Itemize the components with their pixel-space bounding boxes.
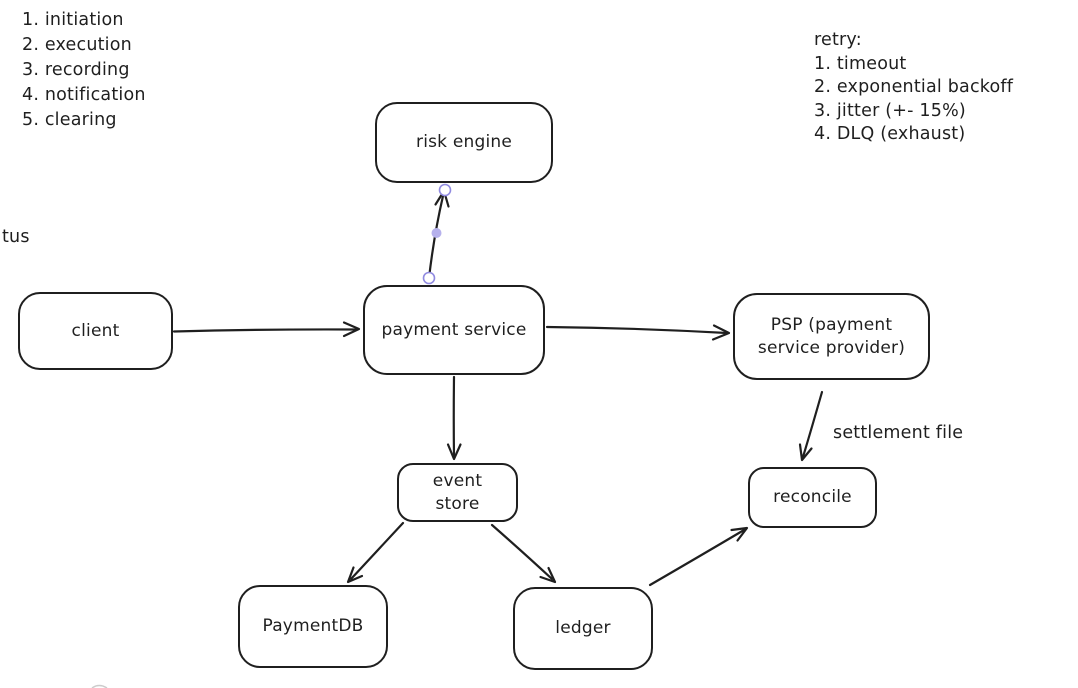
retry-title: retry: <box>814 30 862 50</box>
retry-item: 2. exponential backoff <box>814 77 1014 97</box>
node-label: payment service <box>381 319 527 340</box>
node-paymentdb[interactable]: PaymentDB <box>238 585 388 668</box>
node-label: risk engine <box>416 132 512 153</box>
retry-item: 4. DLQ (exhaust) <box>814 124 966 144</box>
arrowhead-right-icon <box>711 324 731 341</box>
edge-payment-service-to-event-store[interactable] <box>446 375 462 461</box>
edge-endpoint-handle[interactable] <box>438 183 452 197</box>
node-risk-engine[interactable]: risk engine <box>375 102 553 183</box>
arrowhead-down-icon <box>446 443 462 461</box>
retry-item: 3. jitter (+- 15%) <box>814 100 966 121</box>
process-step: 3. recording <box>22 60 130 80</box>
edge-event-store-to-paymentdb[interactable] <box>346 521 405 584</box>
node-label: event store <box>432 470 483 514</box>
arrowhead-down-right-icon <box>539 566 557 584</box>
edge-endpoint-handle[interactable] <box>422 271 436 285</box>
arrowhead-right-icon <box>342 321 361 338</box>
node-psp[interactable]: PSP (payment service provider) <box>733 293 930 380</box>
node-ledger[interactable]: ledger <box>513 587 653 670</box>
process-step: 5. clearing <box>22 110 117 130</box>
process-step: 2. execution <box>22 35 132 55</box>
node-label: client <box>71 320 120 341</box>
node-client[interactable]: client <box>18 292 173 370</box>
settlement-file-label[interactable]: settlement file <box>833 423 964 443</box>
process-steps-note[interactable]: 1. initiation 2. execution 3. recording … <box>22 8 146 133</box>
node-reconcile[interactable]: reconcile <box>748 467 877 528</box>
clipped-status-label[interactable]: tus <box>2 227 30 247</box>
retry-note[interactable]: retry: 1. timeout 2. exponential backoff… <box>814 29 1013 147</box>
edge-psp-to-reconcile[interactable] <box>798 390 824 462</box>
node-label: ledger <box>555 618 611 639</box>
edge-client-to-payment-service[interactable] <box>172 321 361 338</box>
edge-payment-service-to-psp[interactable] <box>545 324 731 341</box>
arrowhead-down-left-icon <box>346 566 364 584</box>
node-label: PaymentDB <box>262 616 364 637</box>
edge-midpoint-handle[interactable] <box>431 228 442 238</box>
edge-payment-service-to-risk-engine[interactable] <box>422 183 452 285</box>
node-label: PSP (payment service provider) <box>757 314 906 358</box>
clipped-drawing-fragment <box>91 684 108 688</box>
process-step: 1. initiation <box>22 10 124 30</box>
edge-event-store-to-ledger[interactable] <box>490 523 557 584</box>
node-label: reconcile <box>773 487 852 508</box>
arrowhead-down-icon <box>798 443 813 462</box>
retry-item: 1. timeout <box>814 53 907 74</box>
node-payment-service[interactable]: payment service <box>363 285 545 375</box>
edge-ledger-to-reconcile[interactable] <box>648 526 749 587</box>
arrowhead-up-right-icon <box>730 526 749 542</box>
process-step: 4. notification <box>22 85 146 105</box>
node-event-store[interactable]: event store <box>397 463 518 522</box>
